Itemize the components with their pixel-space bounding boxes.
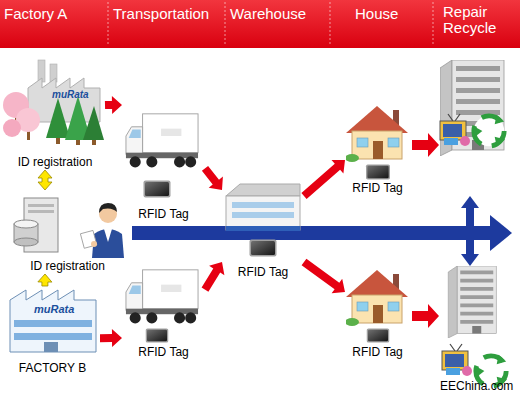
node-label: RFID Tag [212,265,314,279]
stage-header-band: Factory A Transportation Warehouse House Rep… [0,0,520,48]
watermark: EEChina.com [440,379,513,393]
factory-a-illustration [3,119,21,137]
recycle-illustration [476,355,507,386]
house-to-repair-arrow [412,304,439,328]
factory-b-illustration [10,290,96,352]
server-operator-illustration [91,241,97,247]
warehouse-illustration [226,196,300,230]
server-operator-illustration [14,198,124,258]
factory-node: ID registration [5,60,105,170]
brand-logo: muRata [52,89,89,100]
rfid-tag-illustration [250,240,277,257]
main-flow-arrow [461,254,479,266]
house-illustration [345,106,408,162]
node-label: ID registration [0,155,115,169]
node-label: FACTORY B [0,361,110,375]
truck-illustration [126,270,198,324]
flow-arrow [105,96,122,114]
node-label: RFID Tag [335,181,420,195]
warehouse-illustration [226,184,300,231]
stage-heading: Warehouse [230,6,322,22]
main-flow-arrow [132,226,492,240]
factory-b-illustration [14,320,92,327]
server-operator-illustration [28,210,54,213]
transport-node: RFID Tag [122,100,205,222]
stage-heading: Factory A [4,6,104,22]
stage-heading: Repair Recycle [443,4,515,36]
flow-arrow [202,262,225,292]
truck-illustration [126,114,198,168]
warehouse-illustration [232,202,294,208]
warehouse-illustration [232,212,294,218]
factory-a-illustration [3,60,104,145]
server-operator-illustration [99,203,117,213]
flow-arrow [202,166,223,190]
factory-b-illustration [44,342,58,352]
recycle-illustration [440,114,470,146]
factory-a-illustration [46,98,70,138]
header-separator [433,2,434,46]
server-operator-illustration [104,229,112,242]
header-separator [225,2,226,46]
node-label: ID registration [0,259,140,273]
flow-arrow [301,160,345,199]
warehouse-illustration [226,184,300,196]
rfid-tag-illustration [367,328,390,342]
registration-arrow [38,170,52,190]
header-separator [108,2,109,46]
house-illustration [345,270,408,326]
house-to-repair-arrow [412,133,439,157]
main-flow-arrow [466,206,474,226]
header-separator [330,2,331,46]
house-to-repair-arrow [412,133,439,328]
house-node: RFID Tag [345,268,410,360]
stage-heading: House [355,6,427,22]
recycle-illustration [440,114,507,386]
transport-node: RFID Tag [122,272,205,360]
recycle-illustration [474,115,505,146]
server-operator-illustration [14,238,38,246]
flow-arrow [302,259,345,294]
house-illustration [345,106,408,326]
flow-arrow [100,329,122,347]
server-operator-illustration [80,230,96,248]
rfid-tag-illustration [366,164,390,179]
main-flow-arrow [132,196,512,266]
repair-building-illustration [440,60,504,338]
server-operator-illustration [28,204,54,207]
main-flow-arrow [490,215,512,251]
factory-b-illustration [10,290,96,352]
node-label: RFID Tag [112,207,215,221]
main-flow-arrow [461,196,479,208]
rfid-tag-illustration [144,181,171,198]
node-label: RFID Tag [335,345,420,359]
node-label: RFID Tag [112,345,215,359]
factory-a-illustration [83,106,104,140]
warehouse-illustration [226,226,300,231]
warehouse-node: RFID Tag [222,180,304,280]
factory-node: FACTORY B [5,286,100,376]
server-operator-illustration [14,220,38,228]
registration-node: ID registration [5,190,130,274]
stage-heading: Transportation [113,6,223,22]
house-node: RFID Tag [345,104,410,196]
server-operator-illustration [92,229,124,258]
header-separator [108,2,433,46]
factory-b-illustration [14,333,92,340]
main-flow-arrow [466,240,474,256]
brand-logo: muRata [34,303,74,315]
registration-arrow [38,274,52,286]
rfid-tag-illustration [146,328,169,342]
repair-building-illustration [448,266,496,338]
recycle-illustration [442,344,472,376]
